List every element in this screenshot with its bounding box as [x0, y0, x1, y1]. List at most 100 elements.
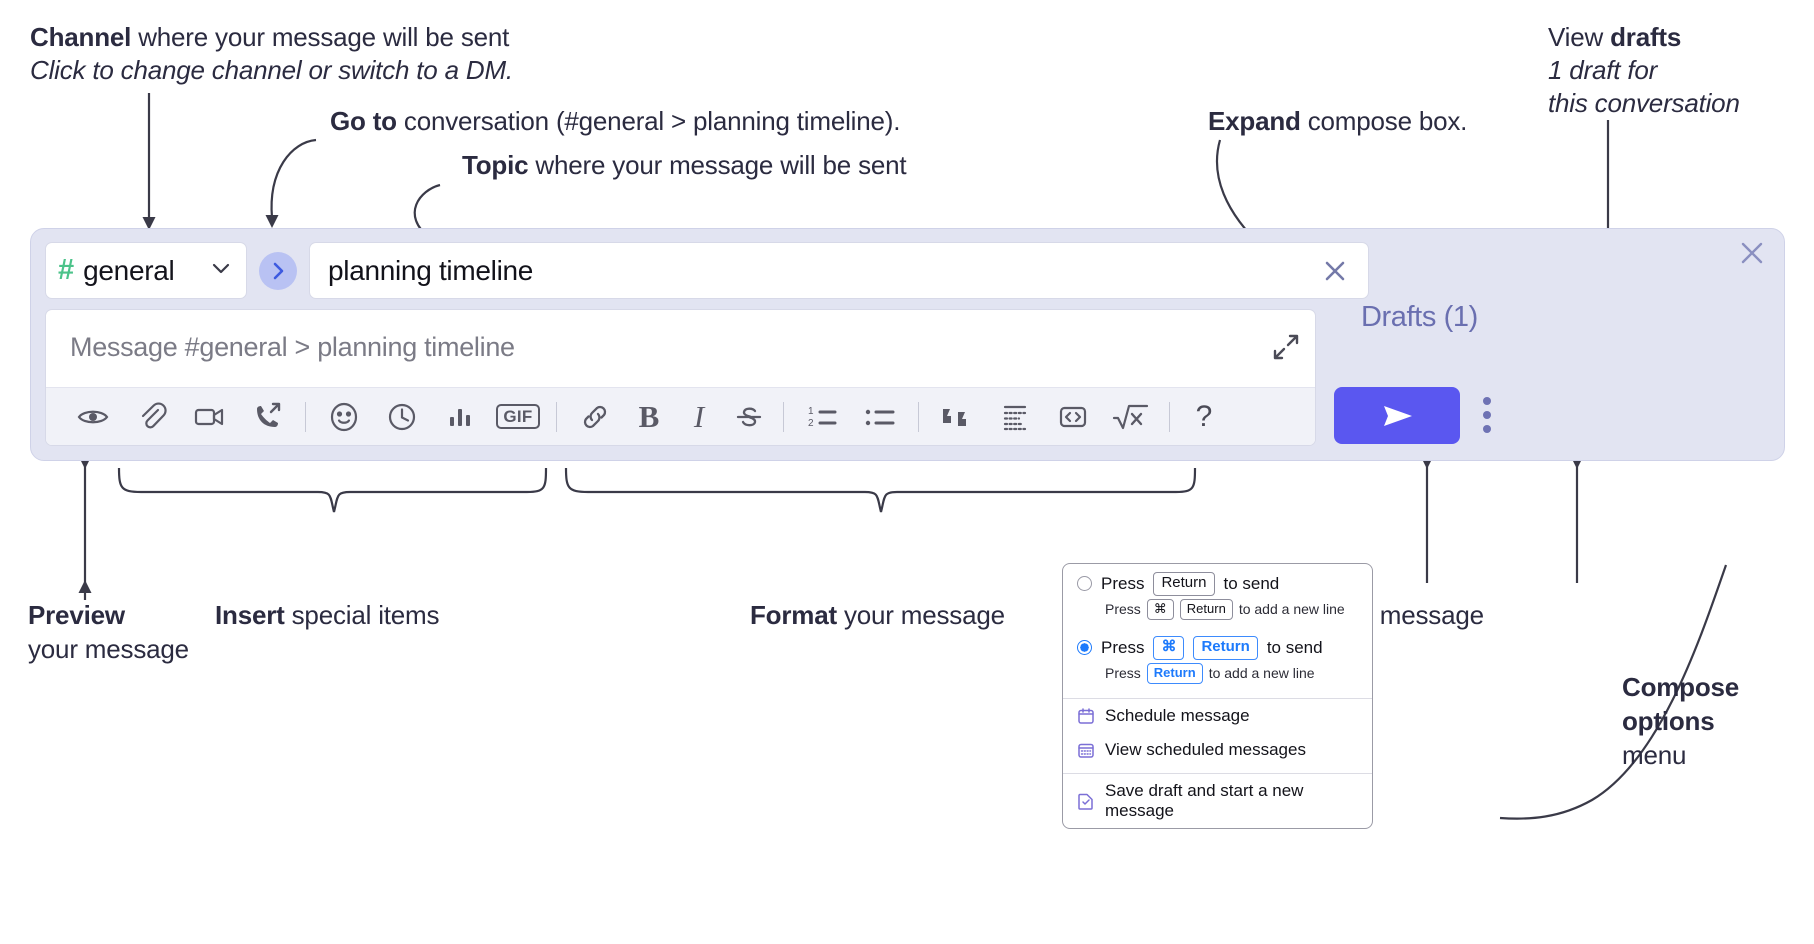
topic-input[interactable]: planning timeline — [309, 242, 1369, 299]
send-option-cmd-return[interactable]: Press ⌘ Return to send Press Return to a… — [1063, 628, 1372, 692]
poll-icon[interactable] — [431, 395, 489, 439]
menu-item-label: Save draft and start a new message — [1105, 781, 1304, 820]
newline-label: to add a new line — [1208, 665, 1315, 682]
to-send-label: to send — [1266, 637, 1323, 657]
key-return-sub: Return — [1179, 598, 1233, 620]
popup-divider — [1063, 698, 1372, 699]
press-label-sub: Press — [1105, 665, 1141, 682]
annotation-drafts-sub1: 1 draft for — [1548, 55, 1658, 85]
drafts-link[interactable]: Drafts (1) — [1361, 301, 1478, 333]
menu-item-save-draft[interactable]: Save draft and start a new message — [1063, 774, 1372, 828]
key-return-sub: Return — [1146, 662, 1203, 684]
toolbar-divider — [918, 401, 919, 432]
key-return: Return — [1193, 636, 1258, 660]
annotation-send-rest: message — [1372, 600, 1484, 630]
send-option-return-sub: Press ⌘ Return to add a new line — [1105, 598, 1358, 620]
chevron-down-icon — [208, 255, 234, 286]
message-placeholder: Message #general > planning timeline — [70, 332, 515, 362]
annotation-channel: Channel where your message will be sent — [30, 22, 509, 54]
gif-label: GIF — [496, 404, 540, 429]
menu-item-label: View scheduled messages — [1105, 740, 1306, 759]
radio-selected-icon[interactable] — [1077, 640, 1092, 656]
annotation-drafts-bold: drafts — [1610, 22, 1682, 52]
code-block-icon[interactable] — [986, 395, 1044, 439]
annotation-insert-rest: special items — [284, 600, 440, 630]
kebab-dot — [1483, 411, 1491, 419]
channel-selector[interactable]: # general — [45, 242, 247, 299]
annotation-compose-options-2: options — [1622, 706, 1715, 738]
annotation-compose-options-bold1: Compose — [1622, 672, 1740, 702]
annotation-compose-options-bold2: options — [1622, 706, 1715, 736]
press-label-sub: Press — [1105, 601, 1141, 618]
help-glyph: ? — [1195, 399, 1213, 433]
compose-panel: # general planning timeline Message #gen… — [30, 228, 1785, 461]
draft-check-icon — [1077, 792, 1095, 810]
channel-name: general — [83, 254, 175, 286]
key-command: ⌘ — [1146, 598, 1174, 620]
gif-icon[interactable]: GIF — [489, 395, 547, 439]
toolbar-divider — [1169, 401, 1170, 432]
bulleted-list-icon[interactable] — [851, 395, 909, 439]
annotation-channel-bold: Channel — [30, 22, 132, 52]
popup-divider — [1063, 773, 1372, 774]
annotation-expand-rest: compose box. — [1300, 106, 1468, 136]
menu-item-view-scheduled[interactable]: View scheduled messages — [1063, 733, 1372, 767]
toolbar-divider — [305, 401, 306, 432]
menu-item-schedule-message[interactable]: Schedule message — [1063, 699, 1372, 733]
annotation-goto-bold: Go to — [330, 106, 397, 136]
annotation-preview-rest: your message — [28, 634, 189, 664]
call-icon[interactable] — [238, 395, 296, 439]
press-label: Press — [1101, 573, 1145, 593]
video-icon[interactable] — [180, 395, 238, 439]
italic-icon[interactable]: I — [674, 395, 724, 439]
message-input-area[interactable]: Message #general > planning timeline — [45, 309, 1316, 446]
preview-icon[interactable] — [64, 395, 122, 439]
hash-icon: # — [58, 254, 75, 286]
annotation-goto: Go to conversation (#general > planning … — [330, 106, 900, 138]
clear-topic-icon[interactable] — [1318, 254, 1352, 288]
send-button[interactable] — [1334, 387, 1460, 444]
key-command: ⌘ — [1153, 636, 1185, 660]
newline-label: to add a new line — [1238, 601, 1345, 618]
blockquote-icon[interactable] — [928, 395, 986, 439]
compose-options-popup: Press Return to send Press ⌘ Return to a… — [1062, 563, 1373, 829]
emoji-icon[interactable] — [315, 395, 373, 439]
annotation-channel-rest: where your message will be sent — [131, 22, 510, 52]
annotation-topic: Topic where your message will be sent — [462, 150, 907, 182]
annotation-insert: Insert special items — [215, 600, 440, 632]
send-option-cmd-return-main: Press ⌘ Return to send — [1077, 636, 1358, 660]
latex-icon[interactable] — [1102, 395, 1160, 439]
compose-header-row: # general planning timeline — [45, 242, 1369, 299]
reminder-clock-icon[interactable] — [373, 395, 431, 439]
italic-glyph: I — [693, 398, 705, 434]
to-send-label: to send — [1223, 573, 1280, 593]
radio-unselected-icon[interactable] — [1077, 576, 1092, 592]
annotation-drafts-pre: View — [1548, 22, 1611, 52]
close-icon[interactable] — [1736, 237, 1768, 274]
strikethrough-icon[interactable] — [724, 395, 774, 439]
key-return: Return — [1153, 572, 1215, 596]
expand-icon[interactable] — [1271, 332, 1301, 367]
compose-options-menu-button[interactable] — [1483, 397, 1491, 433]
attachment-icon[interactable] — [122, 395, 180, 439]
bold-icon[interactable]: B — [624, 395, 674, 439]
annotation-expand-bold: Expand — [1208, 106, 1301, 136]
annotation-drafts-sub2: this conversation — [1548, 88, 1740, 118]
annotation-format: Format your message — [750, 600, 1005, 632]
send-option-return[interactable]: Press Return to send Press ⌘ Return to a… — [1063, 564, 1372, 628]
annotation-compose-options-3: menu — [1622, 740, 1687, 770]
formatting-help-icon[interactable]: ? — [1179, 395, 1229, 439]
send-option-return-main: Press Return to send — [1077, 572, 1358, 596]
annotation-compose-options-1: Compose — [1622, 672, 1739, 704]
annotation-format-bold: Format — [750, 600, 837, 630]
go-to-conversation-button[interactable] — [259, 251, 297, 290]
annotation-preview-bold: Preview — [28, 600, 125, 630]
inline-code-icon[interactable] — [1044, 395, 1102, 439]
menu-item-label: Schedule message — [1105, 706, 1250, 725]
toolbar-divider — [783, 401, 784, 432]
annotation-expand: Expand compose box. — [1208, 106, 1467, 138]
link-icon[interactable] — [566, 395, 624, 439]
annotation-format-rest: your message — [836, 600, 1005, 630]
annotation-preview: Preview — [28, 600, 125, 632]
